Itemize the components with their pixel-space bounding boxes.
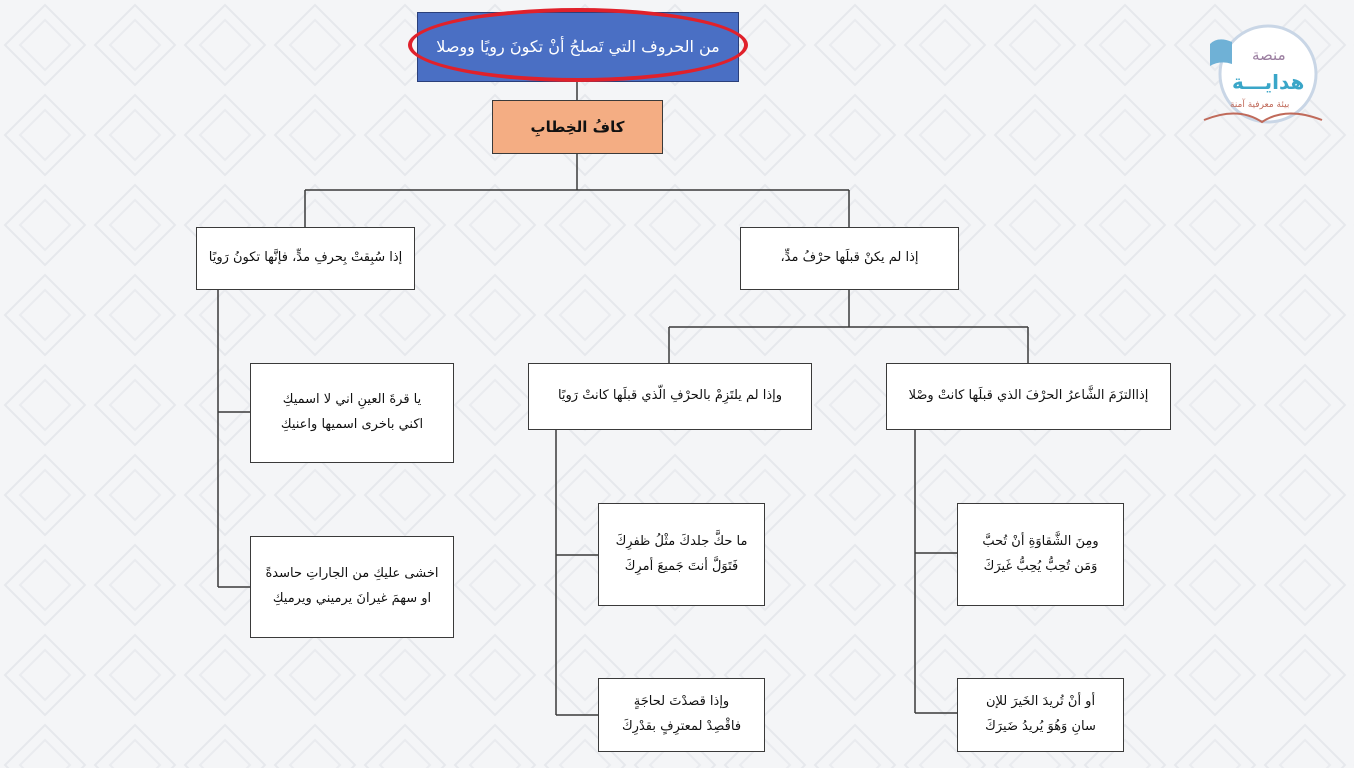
verse-line: وَمَن تُحِبُّ يُحِبُّ غَيرَكَ	[983, 558, 1098, 574]
logo-line-1: منصة	[1252, 46, 1286, 64]
case-rawi: وإذا لم يلتَزِمْ بالحرْفِ الّذي قبلَها ك…	[528, 363, 812, 430]
example-box-6: اخشى عليكِ من الجاراتِ حاسدةً او سهمَ غي…	[250, 536, 454, 638]
example-box-3: ما حكَّ جلدكَ مثْلُ ظفرِكَ فَتَوَلَّ أنت…	[598, 503, 765, 606]
case-wasl: إذاالتزَمَ الشَّاعرُ الحرْفَ الذي قبلَها…	[886, 363, 1171, 430]
verse-line: وإذا قصدْتَ لحاجَةٍ	[633, 694, 730, 710]
logo-emblem-icon	[1203, 24, 1323, 124]
example-box-2: أو أنْ تُريدَ الخَيرَ للإن سانِ وَهُوَ ي…	[957, 678, 1124, 752]
poem-verse: ومِنَ الشَّقاوَةِ أنْ تُحبَّ وَمَن تُحِب…	[982, 530, 1098, 579]
example-box-5: يا قرةَ العينِ اني لا اسميكِ اكني باخرى …	[250, 363, 454, 463]
poem-verse: يا قرةَ العينِ اني لا اسميكِ اكني باخرى …	[281, 388, 423, 437]
kaf-khitab-box: كافُ الخِطابِ	[492, 100, 663, 154]
poem-verse: اخشى عليكِ من الجاراتِ حاسدةً او سهمَ غي…	[266, 562, 439, 611]
branch-after-madd: إذا سُبِقتْ بِحرفِ مدٍّ، فإنَّها تكونُ ر…	[196, 227, 415, 290]
poem-verse: أو أنْ تُريدَ الخَيرَ للإن سانِ وَهُوَ ي…	[985, 690, 1096, 739]
branch-after-madd-text: إذا سُبِقتْ بِحرفِ مدٍّ، فإنَّها تكونُ ر…	[208, 250, 403, 266]
verse-line: او سهمَ غيرانَ يرميني ويرميكِ	[272, 591, 432, 606]
example-box-1: ومِنَ الشَّقاوَةِ أنْ تُحبَّ وَمَن تُحِب…	[957, 503, 1124, 606]
verse-line: اكني باخرى اسميها واعنيكِ	[280, 417, 424, 432]
logo-line-3: بيئة معرفية آمنة	[1230, 100, 1290, 110]
poem-verse: ما حكَّ جلدكَ مثْلُ ظفرِكَ فَتَوَلَّ أنت…	[616, 530, 748, 579]
verse-line: فَتَوَلَّ أنتَ جَميعَ أمرِكَ	[624, 558, 739, 574]
verse-line: يا قرةَ العينِ اني لا اسميكِ	[282, 392, 422, 408]
verse-line: فاقْصِدْ لمعترِفٍ بقدْرِكَ	[621, 719, 742, 734]
branch-no-madd-text: إذا لم يكنْ قبلَها حرْفُ مدٍّ،	[780, 250, 919, 266]
case-wasl-text: إذاالتزَمَ الشَّاعرُ الحرْفَ الذي قبلَها…	[908, 388, 1149, 404]
highlight-oval	[408, 8, 748, 82]
verse-line: أو أنْ تُريدَ الخَيرَ للإن	[985, 694, 1096, 710]
case-rawi-text: وإذا لم يلتَزِمْ بالحرْفِ الّذي قبلَها ك…	[557, 388, 783, 404]
example-box-4: وإذا قصدْتَ لحاجَةٍ فاقْصِدْ لمعترِفٍ بق…	[598, 678, 765, 752]
poem-verse: وإذا قصدْتَ لحاجَةٍ فاقْصِدْ لمعترِفٍ بق…	[622, 690, 741, 739]
logo-line-2: هدايـــة	[1232, 70, 1305, 94]
verse-line: سانِ وَهُوَ يُريدُ ضَيرَكَ	[985, 719, 1096, 734]
branch-no-madd: إذا لم يكنْ قبلَها حرْفُ مدٍّ،	[740, 227, 959, 290]
verse-line: ما حكَّ جلدكَ مثْلُ ظفرِكَ	[615, 533, 748, 549]
verse-line: اخشى عليكِ من الجاراتِ حاسدةً	[265, 566, 439, 582]
verse-line: ومِنَ الشَّقاوَةِ أنْ تُحبَّ	[982, 533, 1099, 549]
kaf-khitab-text: كافُ الخِطابِ	[530, 117, 625, 136]
